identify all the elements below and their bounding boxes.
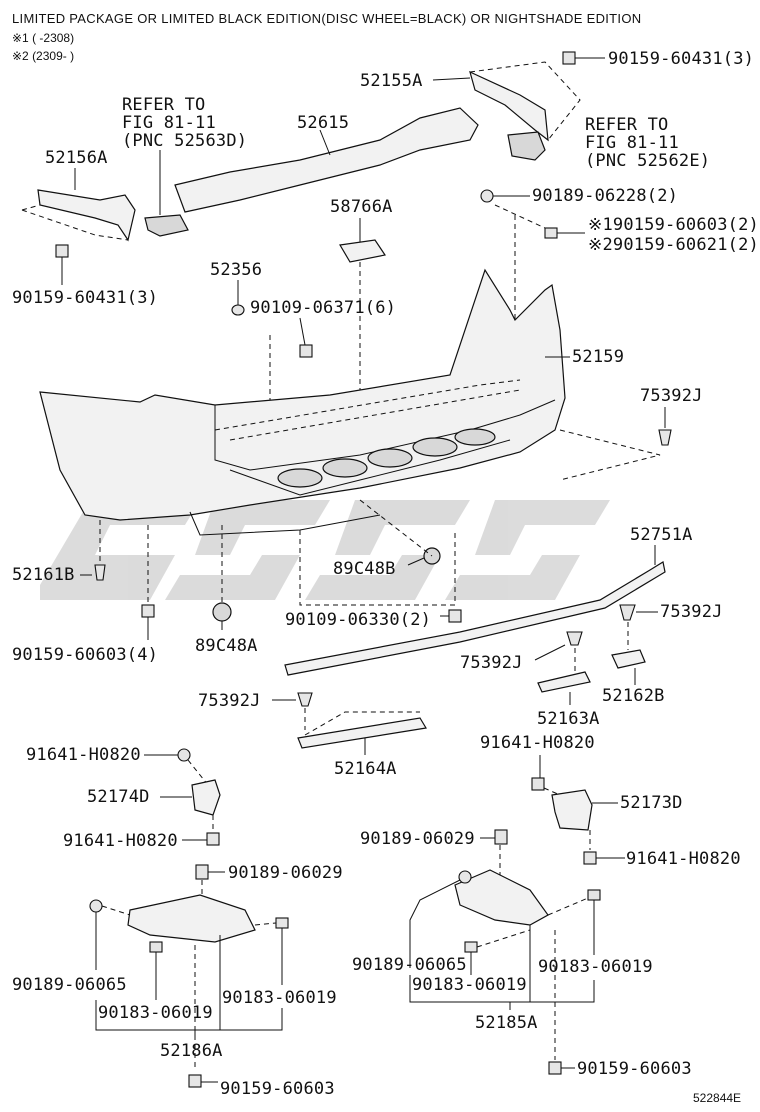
- ref-left-line3: (PNC 52563D): [122, 131, 247, 151]
- label-90189-06029-b: 90189-06029: [360, 829, 475, 849]
- label-52751A: 52751A: [630, 525, 693, 545]
- clip-90189-06228: [480, 189, 530, 203]
- label-91641-H0820-a: 91641-H0820: [26, 745, 141, 765]
- label-52163A: 52163A: [537, 709, 600, 729]
- ref-right-line1: REFER TO: [585, 115, 668, 135]
- part-52174D-mudguard: [191, 779, 221, 816]
- label-89C48B: 89C48B: [333, 559, 396, 579]
- label-90189-06065-a: 90189-06065: [12, 975, 127, 995]
- label-90189-06228: 90189-06228(2): [532, 186, 678, 206]
- page-title: LIMITED PACKAGE OR LIMITED BLACK EDITION…: [12, 11, 641, 26]
- label-91641-H0820-b: 91641-H0820: [63, 831, 178, 851]
- part-52751A-molding: [284, 561, 666, 676]
- label-90159-60603-a: 90159-60603: [220, 1079, 335, 1099]
- part-clip-52562E: [507, 131, 546, 161]
- bolt-90159-60603-4: [141, 604, 155, 640]
- label-90159-60431-left: 90159-60431(3): [12, 288, 158, 308]
- label-90183-06019-b: 90183-06019: [222, 988, 337, 1008]
- label-52155A: 52155A: [360, 71, 423, 91]
- part-52162B-garnish: [611, 649, 646, 669]
- bolt-91641-H0820-b: [206, 832, 220, 846]
- label-52356: 52356: [210, 260, 262, 280]
- clip-90183-06019-c: [464, 941, 478, 953]
- ref-right-line3: (PNC 52562E): [585, 151, 710, 171]
- label-52159: 52159: [572, 347, 624, 367]
- part-75392J-clip-right: [658, 429, 672, 446]
- label-58766A: 58766A: [330, 197, 393, 217]
- label-90183-06019-a: 90183-06019: [98, 1003, 213, 1023]
- figure-code: 522844E: [693, 1091, 741, 1105]
- label-75392J-left: 75392J: [198, 691, 261, 711]
- part-89C48A-sensor: [212, 602, 232, 622]
- label-52164A: 52164A: [334, 759, 397, 779]
- clip-90189-06065-b: [458, 870, 472, 884]
- label-52615: 52615: [297, 113, 349, 133]
- clip-90189-06029-b: [494, 829, 508, 845]
- clip-90189-06029-a: [195, 864, 209, 880]
- note-1: ※1 ( -2308): [12, 31, 74, 45]
- label-90159-60431-top: 90159-60431(3): [608, 49, 754, 69]
- label-90159-60603-4: 90159-60603(4): [12, 645, 158, 665]
- label-90109-06330: 90109-06330(2): [285, 610, 431, 630]
- clip-90189-06065-a: [89, 899, 103, 913]
- bolt-90109-06371: [299, 344, 313, 358]
- label-90159-60621-2: ※290159-60621(2): [588, 235, 759, 255]
- part-58766A-cover: [339, 239, 386, 263]
- label-91641-H0820-d: 91641-H0820: [626, 849, 741, 869]
- label-52173D: 52173D: [620, 793, 683, 813]
- part-52185A-cover: [454, 869, 549, 926]
- part-75392J-clip-mr: [619, 604, 636, 621]
- bolt-90159-60431-left: [55, 244, 69, 285]
- clip-90183-06019-a: [149, 941, 163, 953]
- part-75392J-clip-m: [566, 631, 583, 646]
- label-90109-06371: 90109-06371(6): [250, 298, 396, 318]
- bolt-90109-06330: [448, 609, 462, 623]
- part-52163A-garnish: [537, 671, 591, 693]
- label-75392J-mid: 75392J: [460, 653, 523, 673]
- ref-right-line2: FIG 81-11: [585, 133, 679, 153]
- part-52155A-bracket: [469, 61, 581, 142]
- bolt-91641-H0820-c: [531, 777, 545, 791]
- label-91641-H0820-c: 91641-H0820: [480, 733, 595, 753]
- label-52156A: 52156A: [45, 148, 108, 168]
- label-52162B: 52162B: [602, 686, 665, 706]
- bolt-91641-H0820-d: [583, 851, 597, 865]
- label-52174D: 52174D: [87, 787, 150, 807]
- part-52164A-garnish: [297, 711, 427, 749]
- label-75392J-right: 75392J: [640, 386, 703, 406]
- label-52186A: 52186A: [160, 1041, 223, 1061]
- bolt-90159-60431-top: [562, 51, 605, 65]
- label-75392J-mr: 75392J: [660, 602, 723, 622]
- part-clip-52563D: [144, 214, 189, 237]
- ref-left-line2: FIG 81-11: [122, 113, 216, 133]
- label-52185A: 52185A: [475, 1013, 538, 1033]
- label-90189-06065-b: 90189-06065: [352, 955, 467, 975]
- label-90189-06029-a: 90189-06029: [228, 863, 343, 883]
- part-52173D-mudguard: [551, 789, 593, 831]
- bolt-90159-60603-a: [188, 1074, 202, 1088]
- bolt-90159-60603-b: [548, 1061, 562, 1075]
- part-52156A-bracket: [21, 189, 136, 242]
- part-52159-bumper-cover: [39, 268, 566, 536]
- part-52615-beam: [174, 107, 479, 213]
- part-52186A-cover: [127, 894, 256, 943]
- bolt-91641-H0820-a: [177, 748, 191, 762]
- note-2: ※2 (2309- ): [12, 49, 74, 63]
- ref-left-line1: REFER TO: [122, 95, 205, 115]
- label-90183-06019-d: 90183-06019: [538, 957, 653, 977]
- label-90183-06019-c: 90183-06019: [412, 975, 527, 995]
- label-90159-60603-b: 90159-60603: [577, 1059, 692, 1079]
- part-75392J-clip-l: [297, 692, 313, 707]
- clip-52161B: [94, 564, 106, 581]
- part-52356-spacer: [231, 304, 245, 316]
- label-89C48A: 89C48A: [195, 636, 258, 656]
- clip-90183-06019-d: [587, 889, 601, 901]
- clip-90183-06019-b: [275, 917, 289, 929]
- label-90159-60603-2: ※190159-60603(2): [588, 215, 759, 235]
- label-52161B: 52161B: [12, 565, 75, 585]
- bolt-90159-60603-2: [544, 227, 585, 239]
